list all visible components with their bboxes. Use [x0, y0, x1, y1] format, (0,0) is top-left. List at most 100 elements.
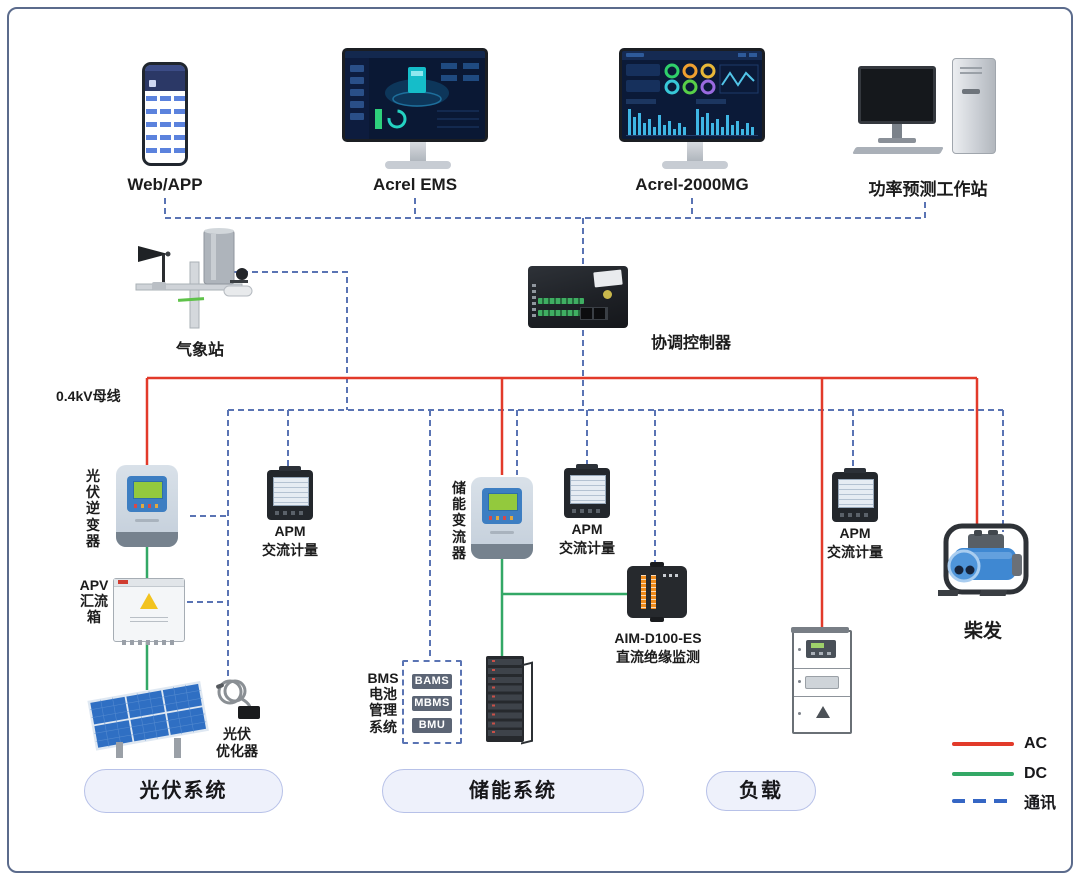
apm-meter-buttons [840, 513, 870, 517]
pv-inverter-label: 光伏逆变器 [86, 468, 100, 549]
cabinet-divider [794, 696, 850, 697]
apm-meter-screen [838, 479, 874, 508]
legend-dc-label: DC [1024, 765, 1048, 782]
apm-meter-buttons [572, 509, 602, 513]
web-app-label: Web/APP [127, 175, 203, 194]
comm-weather-line [232, 271, 348, 410]
bams-chip: BAMS [412, 674, 452, 689]
load-apm-label-2: 交流计量 [827, 544, 883, 560]
phone-app-header [145, 65, 185, 91]
apm-meter-screen [273, 477, 309, 506]
controller-label: 协调控制器 [650, 335, 731, 352]
apm-meter-buttons [275, 511, 305, 515]
legend-dc-row: DC [952, 764, 1047, 784]
pv-apm-label-1: APM [274, 523, 306, 539]
comm-top-trunk [164, 198, 926, 266]
workstation-label: 功率预测工作站 [868, 180, 988, 199]
web-app-phone [142, 62, 188, 166]
ac-drops [145, 378, 979, 631]
pv-apm-label-2: 交流计量 [262, 542, 318, 558]
dc-ess-lines [500, 557, 627, 656]
battery-rack [486, 656, 533, 745]
aim-terminal-strip [651, 575, 656, 609]
monitor-base [385, 161, 451, 169]
inverter-indicator-lights [134, 504, 161, 508]
phone-screen [145, 65, 185, 163]
combiner-text-lines [130, 617, 168, 624]
bms-side-label: BMS电池管理系统 [367, 670, 399, 735]
converter-vent [490, 531, 514, 534]
pv-optimizer [216, 679, 260, 719]
optimizer-label-2: 优化器 [216, 743, 258, 759]
weather-station [135, 228, 253, 329]
workstation-monitor-stand [892, 124, 902, 138]
busbar-label: 0.4kV母线 [56, 388, 121, 404]
inverter-lcd [133, 481, 163, 499]
acrel-ems-label: Acrel EMS [372, 175, 458, 194]
ess-apm-meter [564, 464, 610, 518]
comm-ess-branches [429, 410, 656, 660]
load-distribution-cabinet [791, 627, 852, 734]
converter-base-band [471, 544, 533, 559]
cabinet-meter-display [806, 640, 836, 658]
inverter-panel [127, 476, 167, 512]
genset-label: 柴发 [963, 621, 1002, 642]
load-pill: 负载 [706, 771, 816, 811]
solar-panel [87, 681, 209, 758]
cabinet-warning-icon [816, 706, 830, 718]
weather-station-label: 气象站 [175, 342, 224, 359]
legend: AC DC 通讯 [952, 734, 1077, 818]
aim-terminal-strip [641, 575, 646, 609]
pv-system-pill: 光伏系统 [84, 769, 283, 813]
phone-app-buttons [145, 96, 185, 158]
ess-system-pill: 储能系统 [382, 769, 644, 813]
diesel-generator [938, 523, 1029, 596]
battery-module-leds [492, 660, 495, 738]
ess-converter [471, 477, 533, 559]
workstation-monitor-foot [878, 138, 916, 143]
ess-apm-label-2: 交流计量 [559, 540, 615, 556]
comm-pv-branches [187, 410, 289, 678]
acrel-ems-monitor [342, 48, 494, 169]
controller-ethernet-ports [580, 307, 608, 320]
inverter-vent [135, 519, 159, 522]
cabinet-top-cap [791, 627, 849, 633]
ess-converter-label: 储能变流器 [452, 480, 466, 561]
acrel-2000mg-monitor [619, 48, 771, 169]
ess-apm-label-1: APM [571, 521, 603, 537]
legend-comm-row: 通讯 [952, 791, 1056, 812]
apv-combiner-box [113, 578, 185, 645]
pv-inverter [116, 465, 178, 547]
mg-dashboard-screen [619, 48, 765, 142]
ems-dashboard-graphic [345, 51, 485, 139]
cabinet-divider [794, 668, 850, 669]
legend-ac-line [952, 742, 1014, 746]
converter-lcd [488, 493, 518, 511]
bms-group-box: BAMS MBMS BMU [402, 660, 462, 744]
comm-load-branches [852, 410, 1004, 532]
mg-dashboard-graphic [622, 51, 762, 139]
controller-sticker [593, 269, 623, 288]
warning-triangle-icon [140, 593, 158, 609]
bmu-chip: BMU [412, 718, 452, 733]
load-apm-label-1: APM [839, 525, 871, 541]
cabinet-latch [798, 648, 801, 651]
combiner-terminals [122, 640, 176, 645]
aim-indicator-lights [663, 574, 679, 577]
monitor-stand [410, 142, 426, 162]
workstation-tower [952, 58, 996, 154]
mbms-chip: MBMS [412, 696, 452, 711]
pv-apm-meter [267, 466, 313, 520]
aim-d100-es-device [627, 562, 687, 622]
legend-comm-line [952, 799, 1014, 803]
acrel-2000mg-label: Acrel-2000MG [635, 175, 749, 194]
outer-border [7, 7, 1073, 873]
controller-seal [603, 290, 612, 299]
converter-indicator-lights [489, 516, 516, 520]
combiner-top-strip [114, 579, 184, 587]
aim-label-2: 直流绝缘监测 [616, 649, 700, 665]
phone-app-logo-icon [149, 80, 156, 87]
controller-terminal-strip [538, 310, 584, 316]
